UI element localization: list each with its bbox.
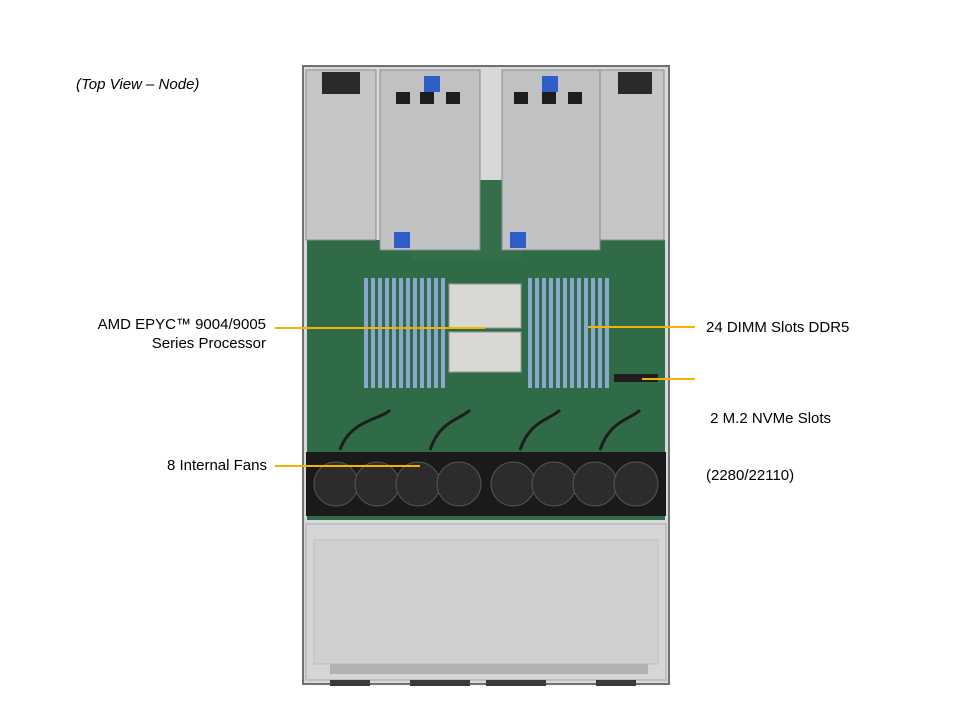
view-caption: (Top View – Node) [76, 76, 200, 93]
fan-icon [613, 461, 659, 507]
m2-label-line2: (2280/22110) [706, 467, 795, 484]
fan-icon [395, 461, 441, 507]
dimm-label: 24 DIMM Slots DDR5 [706, 318, 849, 337]
fan-icon [313, 461, 359, 507]
fan-icon [572, 461, 618, 507]
processor-label-line1: AMD EPYC™ 9004/9005 [97, 316, 266, 333]
m2-label-line1: 2 M.2 NVMe Slots [706, 410, 832, 427]
m2-leader-line [642, 378, 695, 380]
processor-leader-line [275, 327, 485, 329]
m2-slot [614, 374, 658, 382]
psu-right [599, 69, 665, 241]
processor-label-line2: Series Processor [151, 335, 266, 352]
m2-label: 2 M.2 NVMe Slots (2280/22110) [706, 371, 831, 504]
dimm-label-line1: 24 DIMM Slots DDR5 [706, 319, 850, 336]
fan-icon [531, 461, 577, 507]
cpu-socket-bottom [448, 331, 522, 373]
cpu-socket-top [448, 283, 522, 329]
fans-label-line1: 8 Internal Fans [166, 457, 267, 474]
processor-label: AMD EPYC™ 9004/9005 Series Processor [60, 315, 266, 353]
fans-label: 8 Internal Fans [100, 456, 267, 475]
dimm-bank-right [528, 278, 609, 388]
fan-icon [436, 461, 482, 507]
dimm-bank-left [364, 278, 445, 388]
fan-row [306, 452, 666, 516]
dimm-leader-line [588, 326, 695, 328]
fan-icon [354, 461, 400, 507]
fan-icon [490, 461, 536, 507]
fans-leader-line [275, 465, 420, 467]
psu-left [305, 69, 377, 241]
